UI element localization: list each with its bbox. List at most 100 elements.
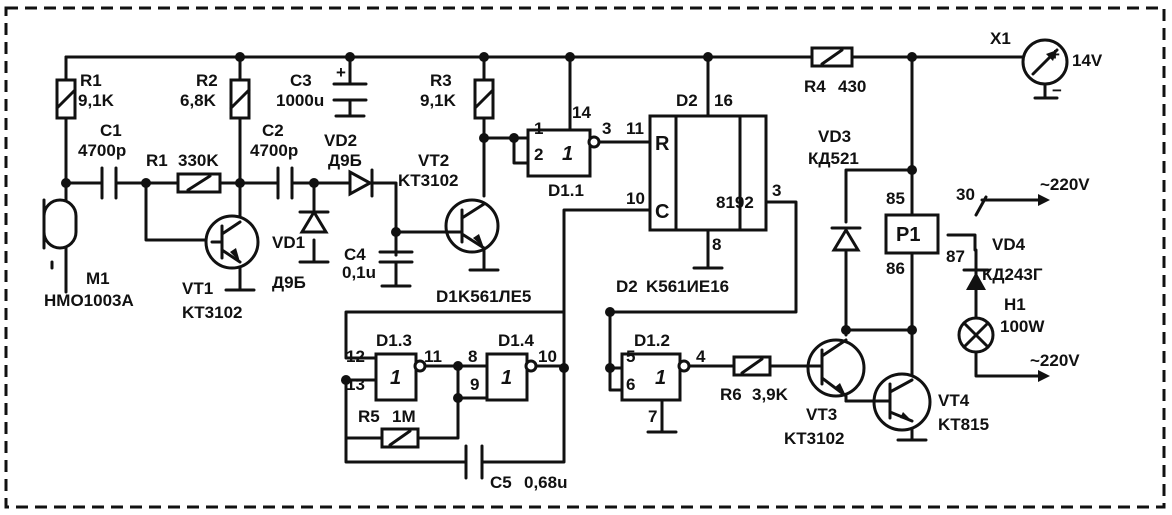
label-c5-ref: C5 (490, 473, 512, 492)
label-c5-value: 0,68u (524, 473, 567, 492)
label-vd4-ref: VD4 (992, 235, 1026, 254)
resistor-r1 (55, 78, 77, 120)
dashed-border (4, 6, 1166, 509)
label-c3-plus: + (336, 63, 346, 82)
label-mains-bottom: ~220V (1030, 351, 1080, 370)
label-d1-ref: D1 (436, 287, 458, 306)
label-d1-1-pin3: 3 (602, 119, 611, 138)
diode-vd1 (298, 209, 330, 234)
label-m1-value: HMO1003A (44, 291, 134, 310)
resistor-r5 (380, 427, 420, 449)
diode-vd4 (962, 263, 990, 294)
label-h1-value: 100W (1000, 317, 1045, 336)
label-c2-value: 4700p (250, 141, 298, 160)
label-d1-4-pin9: 9 (470, 375, 479, 394)
mains-arrows (1038, 194, 1050, 382)
capacitor-c1 (100, 166, 118, 200)
label-d1-1-pin14: 14 (572, 103, 591, 122)
capacitor-c2 (276, 166, 294, 200)
label-vt4-ref: VT4 (938, 391, 970, 410)
label-d1-2-pin6: 6 (626, 375, 635, 394)
gate-d1-1: 1 (526, 128, 601, 178)
label-vt3-value: KT3102 (784, 429, 844, 448)
label-vt2-value: KT3102 (398, 171, 458, 190)
label-vd3-value: КД521 (808, 149, 859, 168)
label-c3-ref: C3 (290, 71, 312, 90)
label-c4-ref: C4 (344, 245, 366, 264)
label-d2-pin16: 16 (714, 91, 733, 110)
label-vt4-value: KT815 (938, 415, 989, 434)
label-vt3-ref: VT3 (806, 405, 837, 424)
label-d1-2-pin7: 7 (648, 407, 657, 426)
label-c1-ref: C1 (100, 121, 122, 140)
label-r6-value: 3,9K (752, 385, 789, 404)
label-r3-value: 9,1K (420, 91, 457, 110)
label-d2-pin11: 11 (626, 119, 644, 138)
gate-d1-2: 1 (620, 352, 691, 402)
label-r5-ref: R5 (358, 407, 380, 426)
label-vd3-ref: VD3 (818, 127, 851, 146)
gate-d1-3-symbol: 1 (390, 367, 401, 389)
labels: R1 9,1K C1 4700p R1 330K R2 6,8K C2 4700… (44, 29, 1103, 492)
label-d2-c: C (655, 201, 669, 223)
label-r4-ref: R4 (804, 77, 826, 96)
label-d1-value: K561ЛЕ5 (458, 287, 531, 306)
label-d1-3-pin13: 13 (346, 375, 365, 394)
label-vt1-value: KT3102 (182, 303, 242, 322)
label-vd1-ref: VD1 (272, 233, 305, 252)
label-r1b-value: 330K (178, 151, 219, 170)
resistor-r6 (732, 355, 772, 377)
label-d2-r: R (655, 133, 670, 155)
label-d1-1-pin2: 2 (534, 145, 543, 164)
label-relay-pin30: 30 (956, 185, 975, 204)
label-c3-value: 1000u (276, 91, 324, 110)
label-d1-2-pin5: 5 (626, 347, 635, 366)
label-relay-pin87: 87 (946, 247, 965, 266)
label-vd2-value: Д9Б (328, 151, 362, 170)
label-h1-ref: H1 (1004, 295, 1026, 314)
label-vt1-ref: VT1 (182, 279, 213, 298)
capacitor-c3 (332, 82, 368, 102)
label-d2-ref: D2 (676, 91, 698, 110)
resistor-r3 (473, 78, 495, 120)
label-d1-2-pin4: 4 (696, 347, 706, 366)
diode-vd2 (348, 168, 374, 198)
label-r1b-ref: R1 (146, 151, 168, 170)
label-r2-ref: R2 (196, 71, 218, 90)
label-vd1-value: Д9Б (272, 273, 306, 292)
label-r3-ref: R3 (430, 71, 452, 90)
label-d1-4-pin8: 8 (468, 347, 477, 366)
label-d1-3-pin11: 11 (424, 347, 442, 366)
label-d1-1-pin1: 1 (534, 119, 543, 138)
gate-d1-4: 1 (485, 352, 538, 402)
label-d1-1: D1.1 (548, 181, 584, 200)
label-c4-value: 0,1u (342, 263, 376, 282)
label-mains-top: ~220V (1040, 175, 1090, 194)
label-c1-value: 4700p (78, 141, 126, 160)
label-d2-value: K561ИЕ16 (646, 277, 729, 296)
transistor-vt3 (806, 338, 866, 403)
label-d2-ref2: D2 (616, 277, 638, 296)
counter-d2 (648, 114, 768, 232)
capacitor-c4 (378, 250, 414, 264)
relay-p1 (884, 213, 940, 255)
transistor-vt1 (204, 214, 260, 270)
junctions (61, 52, 917, 403)
label-d2-pin8: 8 (712, 235, 721, 254)
transistor-vt2 (438, 198, 500, 254)
label-vt2-ref: VT2 (418, 151, 449, 170)
label-r2-value: 6,8K (180, 91, 217, 110)
capacitor-c5 (464, 444, 484, 480)
label-supply-voltage: 14V (1072, 51, 1103, 70)
label-d2-count: 8192 (716, 193, 754, 212)
gate-d1-4-symbol: 1 (501, 367, 512, 389)
label-r5-value: 1M (392, 407, 416, 426)
gate-d1-1-symbol: 1 (562, 143, 573, 165)
diode-vd3 (830, 226, 862, 252)
transistor-vt4 (868, 372, 932, 432)
label-r1-ref: R1 (80, 71, 102, 90)
gate-d1-3: 1 (374, 352, 427, 402)
label-r6-ref: R6 (720, 385, 742, 404)
lamp-h1 (957, 316, 995, 354)
